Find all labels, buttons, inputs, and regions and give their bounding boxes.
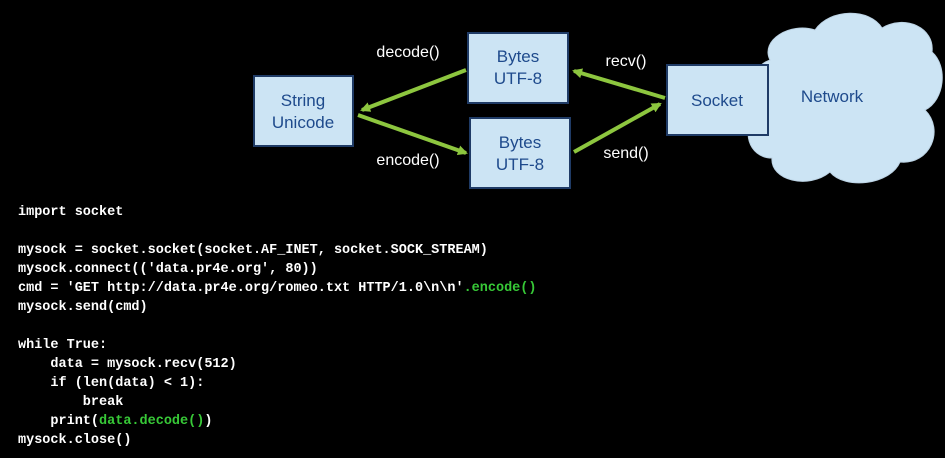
network-cloud: Network (746, 12, 943, 184)
code-line: data = mysock.recv(512) (18, 357, 237, 372)
decode-label: decode() (376, 44, 439, 61)
code-line: print(data.decode()) (18, 412, 537, 431)
bytes-bottom-box: Bytes UTF-8 (469, 117, 571, 189)
network-label: Network (801, 87, 864, 106)
socket-box: Socket (666, 64, 769, 136)
code-line: mysock = socket.socket(socket.AF_INET, s… (18, 243, 488, 258)
encode-arrow (357, 113, 468, 156)
arrows (357, 68, 666, 156)
code-line: cmd = 'GET http://data.pr4e.org/romeo.tx… (18, 279, 537, 298)
recv-arrow (572, 68, 666, 100)
bytes-bottom-line1: Bytes (499, 133, 542, 152)
send-label: send() (603, 145, 648, 162)
string-box-line1: String (281, 91, 325, 110)
unicode-socket-diagram: Network String Unicode Bytes UTF-8 Bytes… (253, 12, 943, 189)
code-line-blank (18, 222, 537, 241)
bytes-top-line1: Bytes (497, 47, 540, 66)
socket-label: Socket (691, 91, 743, 110)
code-line: mysock.connect(('data.pr4e.org', 80)) (18, 262, 318, 277)
decode-arrow (360, 68, 467, 112)
decode-call-highlight: data.decode() (99, 414, 205, 429)
send-arrow (573, 102, 662, 154)
code-text: ) (204, 414, 213, 429)
code-line: mysock.close() (18, 433, 132, 448)
encode-call-highlight: .encode() (463, 281, 537, 296)
string-box-line2: Unicode (272, 113, 334, 132)
bytes-top-line2: UTF-8 (494, 69, 542, 88)
code-line: break (18, 395, 124, 410)
code-text: cmd = 'GET http://data.pr4e.org/romeo.tx… (18, 281, 464, 296)
code-text: print( (18, 414, 100, 429)
recv-label: recv() (606, 53, 647, 70)
bytes-top-box: Bytes UTF-8 (467, 32, 569, 104)
code-line-blank (18, 317, 537, 336)
code-listing: import socket mysock = socket.socket(sock… (18, 203, 537, 450)
code-line: mysock.send(cmd) (18, 300, 148, 315)
string-unicode-box: String Unicode (253, 75, 354, 147)
code-line: import socket (18, 205, 124, 220)
code-line: while True: (18, 338, 108, 353)
bytes-bottom-line2: UTF-8 (496, 155, 544, 174)
code-line: if (len(data) < 1): (18, 376, 205, 391)
encode-label: encode() (376, 152, 439, 169)
